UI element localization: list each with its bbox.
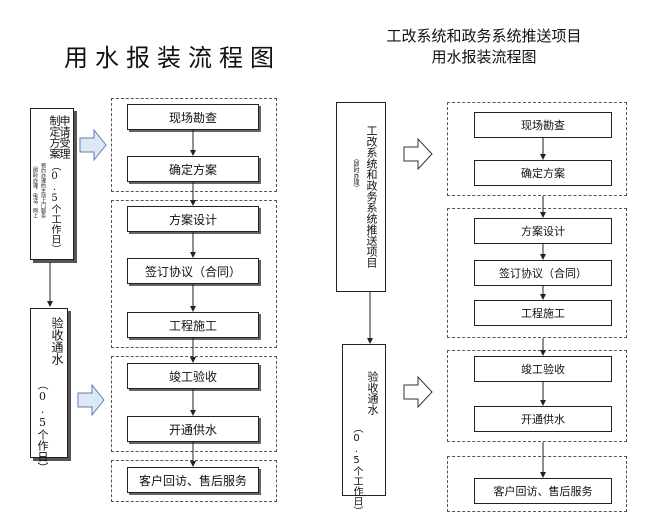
right-step-completion-acceptance: 竣工验收 — [474, 356, 612, 382]
left-step-construction: 工程施工 — [127, 312, 259, 338]
right-step-site-survey: 现场勘查 — [474, 112, 612, 138]
right-step-confirm-plan: 确定方案 — [474, 160, 612, 186]
left-side2-col1: 验收通水 — [50, 317, 64, 365]
left-side1-col4: 预约办理的主动上门服务 — [40, 163, 46, 218]
left-step-completion-acceptance: 竣工验收 — [127, 363, 259, 389]
right-side-box-accept: 验收通水 （0.5个工作日） — [342, 344, 386, 516]
left-step-sign-agreement: 签订协议（合同） — [127, 258, 259, 284]
right-side2-col1: 验收通水 — [366, 371, 379, 415]
right-title-line1: 工改系统和政务系统推送项目 — [386, 27, 582, 45]
left-side1-col1: 申请受理 — [58, 115, 71, 159]
right-step-plan-design: 方案设计 — [474, 218, 612, 244]
left-step-confirm-plan: 确定方案 — [127, 156, 259, 182]
right-side2-col2: （0.5个工作日） — [351, 423, 362, 516]
left-block-arrow-1 — [79, 128, 107, 162]
left-group-acceptance — [111, 356, 277, 452]
left-side1-col3: （0.5个工作日） — [49, 161, 60, 254]
left-side1-col2: 制定方案 — [48, 115, 61, 159]
right-side-box-push: 工改系统和政务系统推送项目 （即时办理） — [336, 102, 386, 292]
left-step-open-supply: 开通供水 — [127, 416, 259, 442]
left-block-arrow-2 — [77, 383, 105, 417]
right-group-design — [447, 208, 627, 338]
left-group-survey — [111, 98, 277, 192]
left-side-box-apply: 申请受理 制定方案 （0.5个工作日） 预约办理的主动上门服务 （即时办理，电话… — [30, 108, 74, 260]
left-side-box-accept: 验收通水 （0.5个作日） — [30, 308, 68, 473]
right-group-acceptance — [447, 350, 627, 442]
left-side1-col5: （即时办理，电话、网上 — [32, 163, 38, 218]
right-step-sign-agreement: 签订协议（合同） — [474, 260, 612, 286]
right-block-arrow-1 — [403, 137, 433, 171]
left-step-customer-service: 客户回访、售后服务 — [127, 467, 259, 493]
left-side2-col2: （0.5个作日） — [36, 379, 49, 473]
right-block-arrow-2 — [403, 375, 433, 409]
right-step-customer-service: 客户回访、售后服务 — [474, 478, 612, 504]
right-side1-col1: 工改系统和政务系统推送项目 — [365, 125, 378, 268]
left-step-plan-design: 方案设计 — [127, 206, 259, 232]
right-group-service — [447, 456, 627, 512]
right-group-survey — [447, 102, 627, 196]
left-group-service — [111, 460, 277, 502]
left-step-site-survey: 现场勘查 — [127, 104, 259, 130]
left-title: 用水报装流程图 — [64, 44, 281, 72]
right-title-line2: 用水报装流程图 — [431, 48, 537, 66]
right-side1-col2: （即时办理） — [352, 155, 359, 191]
right-step-construction: 工程施工 — [474, 300, 612, 326]
right-step-open-supply: 开通供水 — [474, 406, 612, 432]
